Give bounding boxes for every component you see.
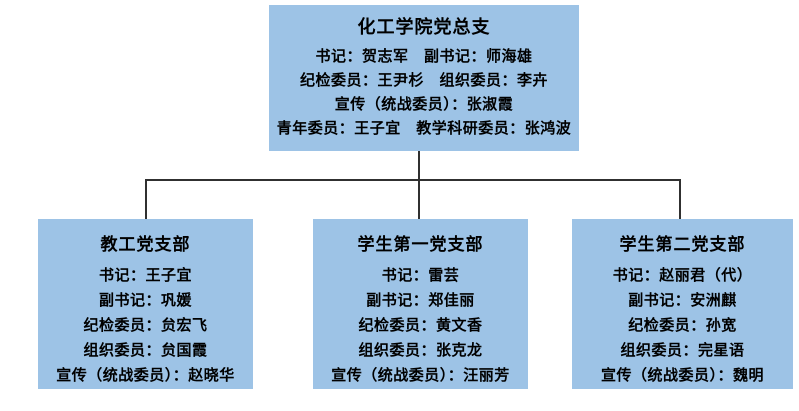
org-box-student2-line: 纪检委员：孙宽 xyxy=(628,316,737,334)
org-box-faculty-line: 副书记：巩媛 xyxy=(98,291,192,309)
org-box-student2-line: 组织委员：完星语 xyxy=(620,341,745,359)
org-box-root-line: 纪检委员：王尹杉 组织委员：李卉 xyxy=(299,71,548,89)
org-box-student1-line: 组织委员：张克龙 xyxy=(358,341,483,359)
org-box-student2-line: 书记：赵丽君（代） xyxy=(612,266,753,284)
org-box-student1-title: 学生第一党支部 xyxy=(357,235,484,255)
org-box-student1-branch: 学生第一党支部 书记：雷芸 副书记：郑佳丽 纪检委员：黄文香 组织委员：张克龙 … xyxy=(313,219,528,389)
org-box-student1-line: 宣传（统战委员）：汪丽芳 xyxy=(331,366,510,384)
org-box-student2-branch: 学生第二党支部 书记：赵丽君（代） 副书记：安洲麒 纪检委员：孙宽 组织委员：完… xyxy=(572,219,793,389)
org-box-faculty-line: 书记：王子宜 xyxy=(98,266,192,284)
org-box-student2-line: 副书记：安洲麒 xyxy=(628,291,737,309)
org-box-faculty-title: 教工党支部 xyxy=(100,235,191,255)
org-box-faculty-branch: 教工党支部 书记：王子宜 副书记：巩媛 纪检委员：贠宏飞 组织委员：贠国霞 宣传… xyxy=(38,219,253,389)
org-box-root-title: 化工学院党总支 xyxy=(357,17,491,38)
org-box-root-line: 青年委员：王子宜 教学科研委员：张鸿波 xyxy=(276,119,572,137)
org-box-student2-title: 学生第二党支部 xyxy=(619,235,746,255)
org-box-root-line: 宣传（统战委员）：张淑霞 xyxy=(334,95,514,113)
org-box-student2-line: 宣传（统战委员）：魏明 xyxy=(600,366,764,384)
org-box-faculty-line: 宣传（统战委员）：赵晓华 xyxy=(56,366,235,384)
org-box-student1-line: 书记：雷芸 xyxy=(381,266,460,284)
org-box-student1-line: 副书记：郑佳丽 xyxy=(366,291,475,309)
org-box-root: 化工学院党总支 书记：贺志军 副书记：师海雄 纪检委员：王尹杉 组织委员：李卉 … xyxy=(269,5,579,151)
connector-left-drop xyxy=(145,179,147,219)
connector-horizontal xyxy=(145,179,681,181)
connector-root-drop xyxy=(418,150,420,219)
org-box-faculty-line: 纪检委员：贠宏飞 xyxy=(83,316,208,334)
connector-right-drop xyxy=(679,179,681,219)
org-box-root-line: 书记：贺志军 副书记：师海雄 xyxy=(315,47,533,65)
org-box-student1-line: 纪检委员：黄文香 xyxy=(358,316,483,334)
org-box-faculty-line: 组织委员：贠国霞 xyxy=(83,341,208,359)
